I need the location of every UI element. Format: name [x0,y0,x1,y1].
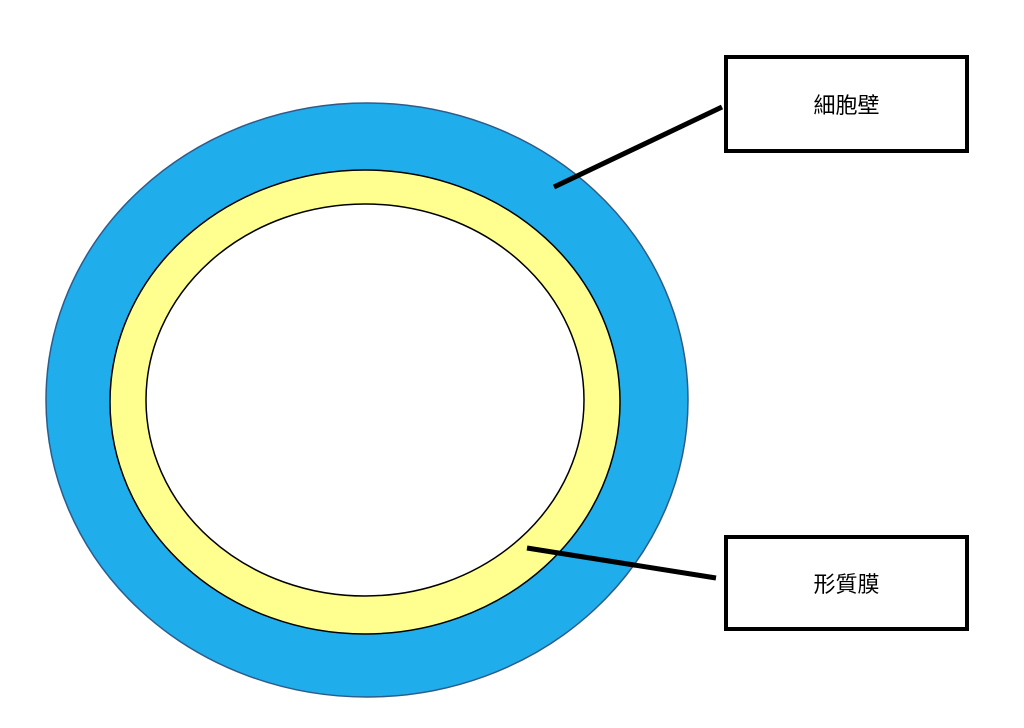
cell-membrane-label-box: 形質膜 [724,535,969,631]
cell-wall-label: 細胞壁 [813,94,880,119]
cell-wall-leader-line [552,104,724,190]
cell-membrane-leader-line [526,545,717,581]
cell-membrane-label: 形質膜 [813,573,880,598]
cell-wall-label-box: 細胞壁 [724,55,969,153]
cell-interior [145,203,585,597]
